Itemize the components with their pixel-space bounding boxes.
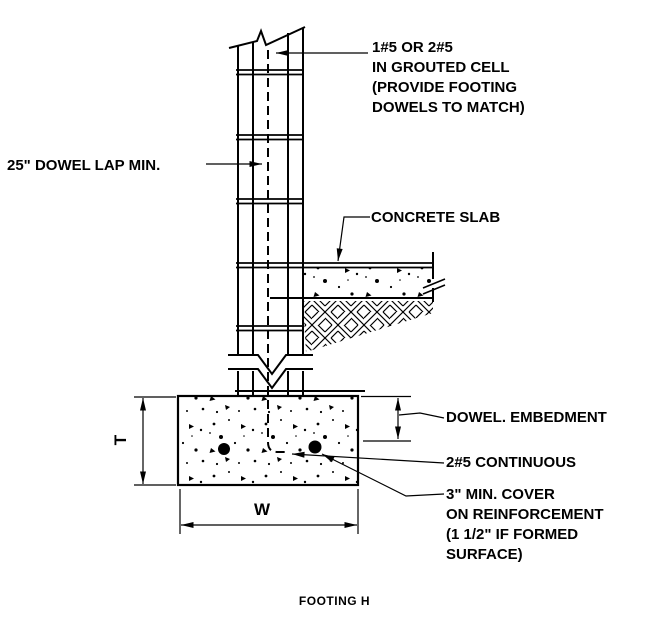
dimension-dowel-embedment — [361, 395, 411, 442]
rebar-dot-left — [218, 443, 230, 455]
callout-dowel-lap: 25" DOWEL LAP MIN. — [7, 157, 161, 174]
callout-dowel-embedment: DOWEL. EMBEDMENT — [446, 409, 607, 426]
leader-cover-note — [321, 453, 445, 497]
callout-concrete-slab: CONCRETE SLAB — [371, 209, 501, 226]
callout-vertical-bar: 1#5 OR 2#5 IN GROUTED CELL (PROVIDE FOOT… — [372, 39, 525, 116]
callout-cover-note: 3" MIN. COVER ON REINFORCEMENT (1 1/2" I… — [446, 486, 604, 563]
leader-continuous-bar — [291, 451, 445, 464]
footing — [176, 394, 360, 487]
leader-dowel-embedment — [398, 412, 445, 419]
dimension-label-w: W — [254, 500, 271, 519]
dimension-width — [179, 489, 359, 534]
slab-edge-break — [422, 278, 446, 295]
drawing-title: FOOTING H — [298, 594, 371, 608]
masonry-wall — [228, 26, 433, 396]
concrete-slab — [270, 252, 446, 302]
dimension-label-t: T — [111, 434, 131, 446]
earth-hatch — [303, 301, 433, 352]
wall-top-break — [228, 26, 306, 49]
leader-concrete-slab — [336, 216, 370, 262]
callout-continuous-bar: 2#5 CONTINUOUS — [446, 454, 577, 471]
rebar-dot-right — [308, 440, 322, 454]
bed-joints — [236, 69, 304, 332]
wall-break-symbol — [228, 354, 313, 390]
dimension-thickness — [134, 396, 176, 486]
